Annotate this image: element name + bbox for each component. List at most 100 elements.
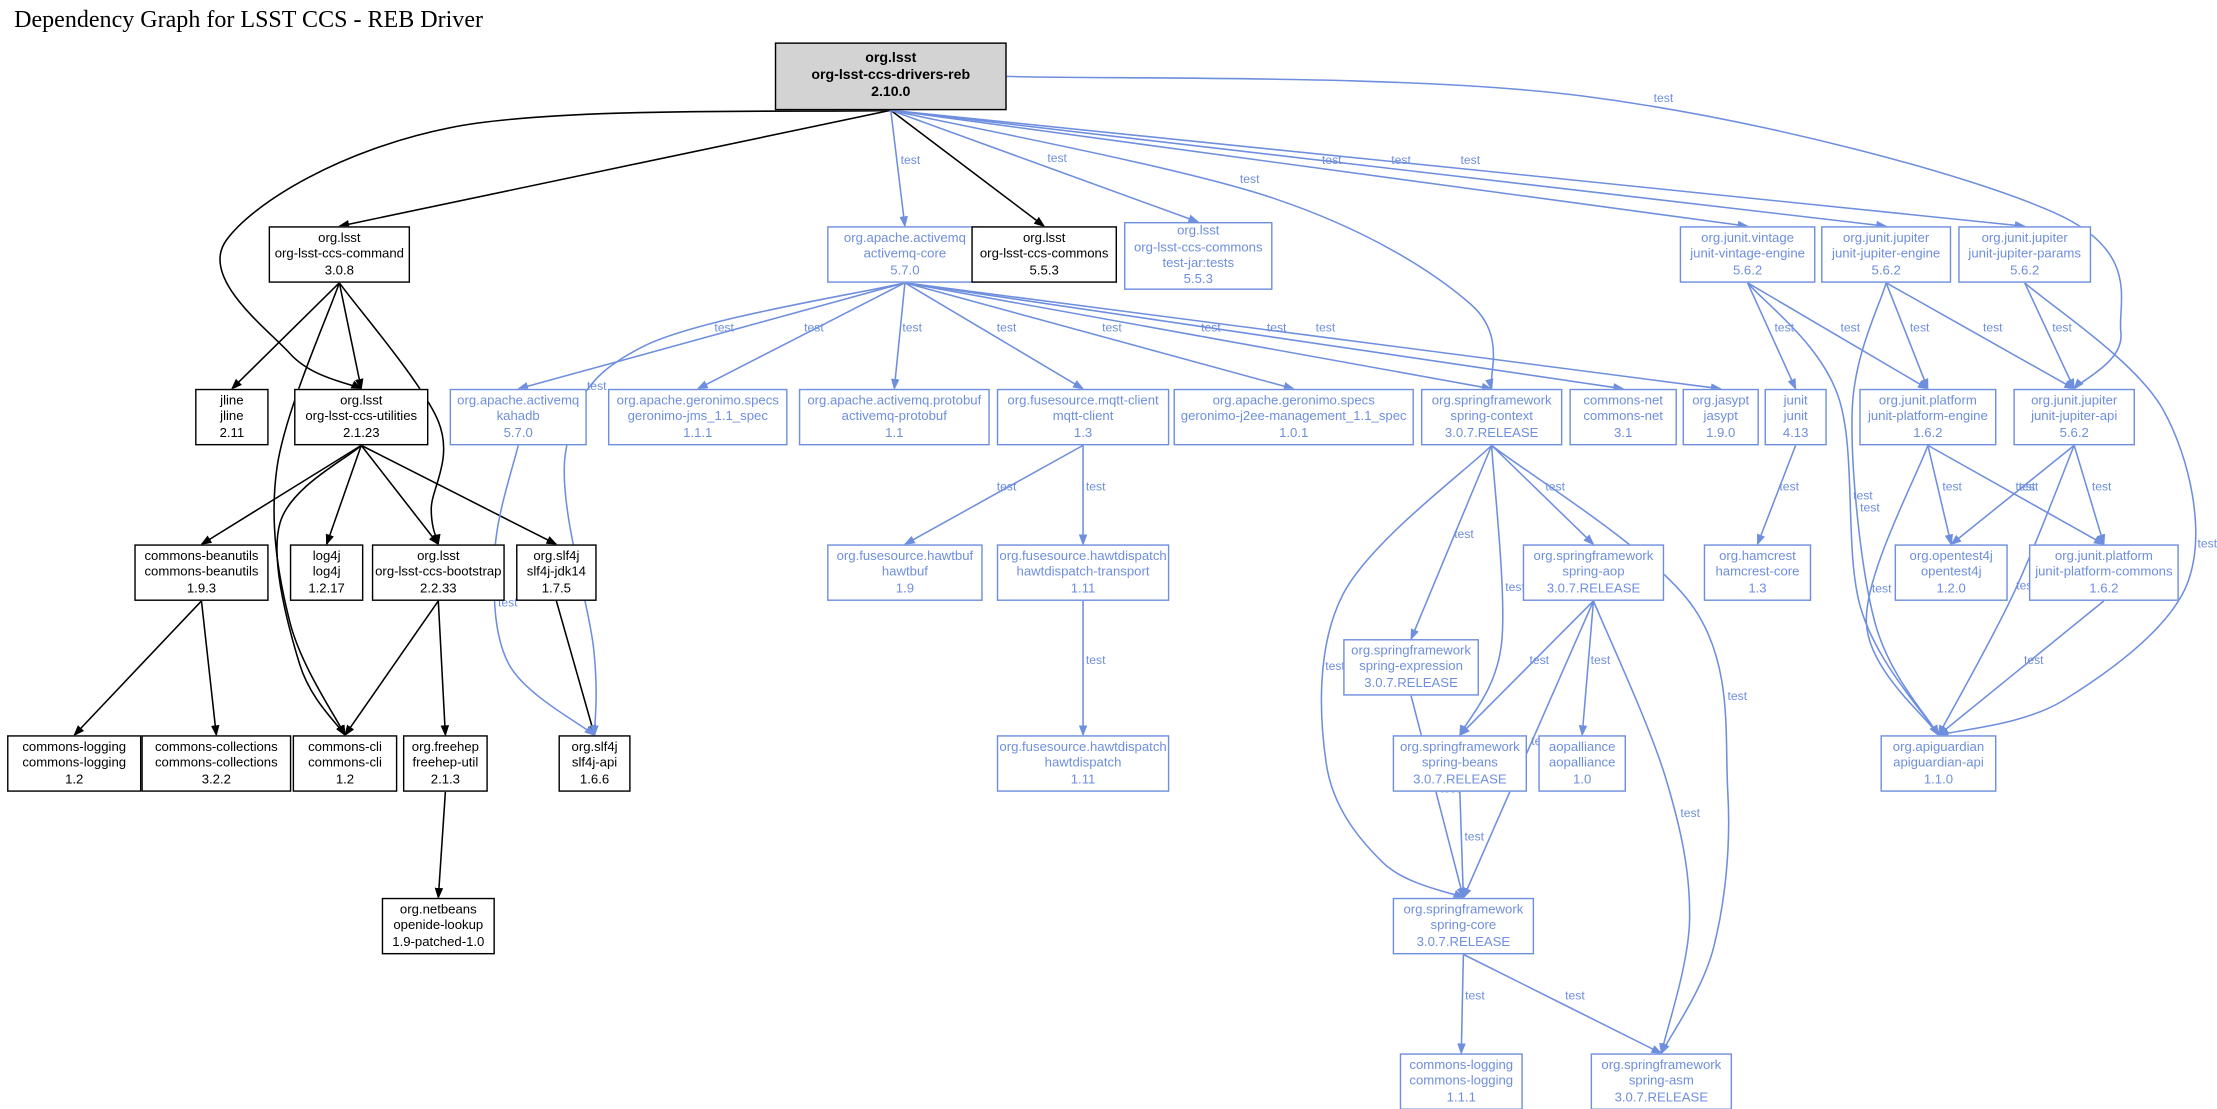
edge-label-test: test [1591,653,1611,667]
edge-label-test: test [1680,806,1700,820]
node-label-line: 1.0.1 [1279,425,1309,440]
edge-label-test: test [1240,172,1260,186]
edge-slf4j_jdk14-slf4j_api [555,600,596,737]
node-label-line: org.jasypt [1692,393,1750,408]
edge-spring_context-spring_asm [1491,444,1730,1055]
node-label-line: commons-cli [308,739,382,754]
node-label-line: 1.6.6 [579,771,610,786]
edge-label-test: test [1910,321,1930,335]
node-label-line: spring-aop [1562,564,1625,579]
edge-label-test: test [2024,653,2044,667]
edge-reb-utilities [219,109,891,390]
edge-utilities-commons_cli [276,444,362,737]
edge-label-test: test [804,321,824,335]
node-label-line: hawtdispatch-transport [1016,564,1150,579]
node-label-line: org.apache.geronimo.specs [1212,393,1375,408]
edge-platform_commons-apiguardian [1937,600,2105,737]
edge-label-test: test [1983,321,2003,335]
edge-label-test: test [1529,653,1549,667]
edge-spring_context-spring_expression [1410,445,1493,641]
node-label-line: spring-context [1450,409,1533,424]
edge-activemq_core-jasypt [904,282,1723,392]
node-label-line: org.fusesource.hawtbuf [836,548,974,563]
node-label-line: 3.0.7.RELEASE [1546,580,1641,595]
node-label-line: junit-jupiter-engine [1832,246,1941,261]
node-label-line: org.lsst [865,50,917,67]
node-label-line: 2.2.33 [420,580,457,595]
edge-command-utilities [338,282,364,391]
node-label-line: org.junit.jupiter [1981,230,2068,245]
edge-label-test: test [2092,480,2112,494]
node-label-line: 2.1.3 [430,771,461,786]
node-label-line: junit-jupiter-params [1968,246,2081,261]
node-label-line: 1.9-patched-1.0 [392,934,485,949]
node-label-line: commons-collections [154,739,278,754]
node-label-line: 5.5.3 [1183,271,1213,287]
edge-reb-jupiter_engine [890,109,1888,230]
edge-label-test: test [1267,321,1287,335]
node-label-line: slf4j-jdk14 [526,564,586,579]
node-label-line: 5.5.3 [1029,262,1059,277]
edge-jupiter_api-apiguardian [1937,445,2075,737]
node-label-line: org.junit.platform [1878,393,1977,408]
graph-title: Dependency Graph for LSST CCS - REB Driv… [14,5,484,33]
node-label-line: apiguardian-api [1893,755,1984,770]
edge-activemq_core-kahadb [516,282,906,391]
node-label-line: org.lsst [417,548,460,563]
edge-label-test: test [1872,581,1892,595]
node-label-line: 1.6.2 [2089,580,2119,595]
node-label-line: 5.6.2 [2059,425,2089,440]
edge-reb-vintage [890,109,1749,230]
node-label-line: freehep-util [412,755,479,770]
node-label-line: 3.0.7.RELEASE [1614,1089,1709,1104]
node-label-line: 2.1.23 [342,425,380,440]
node-label-line: 1.9 [895,580,915,595]
node-label-line: 3.0.7.RELEASE [1416,934,1511,949]
edge-bootstrap-freehep [437,600,450,737]
edge-jupiter_engine-jupiter_api [1885,282,2076,390]
edge-label-test: test [1774,321,1794,335]
node-label-line: slf4j-api [571,755,618,770]
node-label-line: org.springframework [1351,643,1471,658]
edge-label-test: test [1942,480,1962,494]
edge-label-test: test [1322,153,1342,167]
edge-jupiter_params-apiguardian [1937,282,2197,737]
edge-reb-jupiter_api [1006,75,2123,390]
node-label-line: aopalliance [1548,755,1616,770]
node-label-line: org.apache.geronimo.specs [616,393,779,408]
node-label-line: junit-vintage-engine [1690,246,1805,261]
edge-label-test: test [1728,689,1748,703]
node-label-line: 4.13 [1782,425,1809,440]
edge-activemq_core-spring_context [904,282,1494,392]
node-label-line: commons-beanutils [144,548,259,563]
edge-spring_context-spring_beans [1459,445,1504,737]
edge-vintage-platform_engine [1747,282,1930,390]
node-label-line: 1.11 [1070,580,1096,595]
node-label-line: jline [220,393,244,408]
node-label-line: org.lsst [1177,223,1220,239]
edge-jupiter_params-jupiter_api [2024,282,2075,391]
node-label-line: org.junit.vintage [1701,230,1794,245]
node-label-line: org.slf4j [571,739,618,754]
node-label-line: 3.0.7.RELEASE [1444,425,1539,440]
